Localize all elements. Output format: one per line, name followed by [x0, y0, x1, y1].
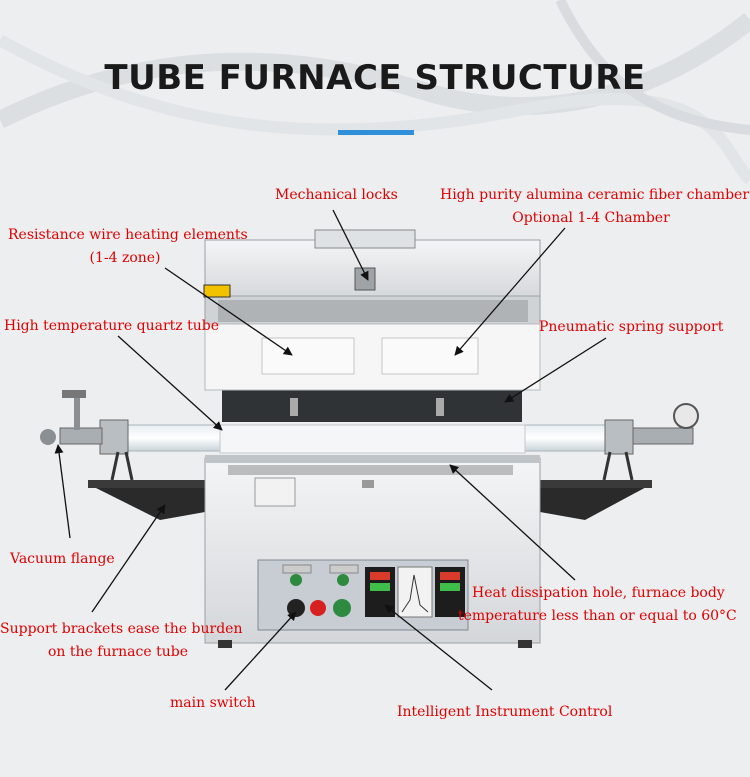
label-alumina-chamber-line1: High purity alumina ceramic fiber chambe… [440, 187, 750, 203]
label-alumina-chamber-line2: Optional 1-4 Chamber [512, 210, 670, 226]
label-support-brackets-line1: Support brackets ease the burden [0, 621, 243, 637]
page-title: TUBE FURNACE STRUCTURE [104, 58, 646, 98]
label-main-switch: main switch [170, 695, 256, 711]
arrow-intelligent-control [384, 604, 493, 691]
arrow-quartz-tube [117, 335, 223, 431]
arrow-main-switch [224, 611, 297, 691]
label-intelligent-control: Intelligent Instrument Control [397, 704, 613, 720]
arrow-heat-dissipation [449, 464, 576, 581]
arrow-resistance-wire [164, 267, 293, 356]
arrow-pneumatic-spring [504, 337, 607, 403]
label-resistance-wire-line1: Resistance wire heating elements [8, 227, 248, 243]
label-vacuum-flange: Vacuum flange [10, 551, 115, 567]
label-heat-dissipation-line1: Heat dissipation hole, furnace body [472, 585, 725, 601]
furnace-lid [203, 229, 541, 391]
arrow-alumina-chamber [454, 227, 566, 356]
leader-arrows [54, 209, 607, 691]
title-accent-bar [338, 130, 414, 135]
label-heat-dissipation-line2: temperature less than or equal to 60°C [458, 608, 737, 624]
hinge-frame [222, 390, 522, 422]
support-bracket-left [88, 480, 206, 520]
quartz-tube [119, 424, 626, 454]
arrow-vacuum-flange [54, 444, 71, 539]
arrow-mechanical-locks [332, 209, 369, 281]
vacuum-flange-left [40, 390, 134, 481]
label-support-brackets-line2: on the furnace tube [48, 644, 188, 660]
label-quartz-tube: High temperature quartz tube [4, 318, 220, 334]
label-pneumatic-spring: Pneumatic spring support [539, 319, 724, 335]
label-resistance-wire-line2: (1-4 zone) [89, 250, 161, 266]
arrow-support-brackets [91, 504, 166, 613]
vacuum-flange-right [602, 403, 699, 481]
mechanical-lock [354, 267, 376, 291]
support-bracket-right [540, 480, 652, 520]
label-mechanical-locks: Mechanical locks [275, 187, 398, 203]
